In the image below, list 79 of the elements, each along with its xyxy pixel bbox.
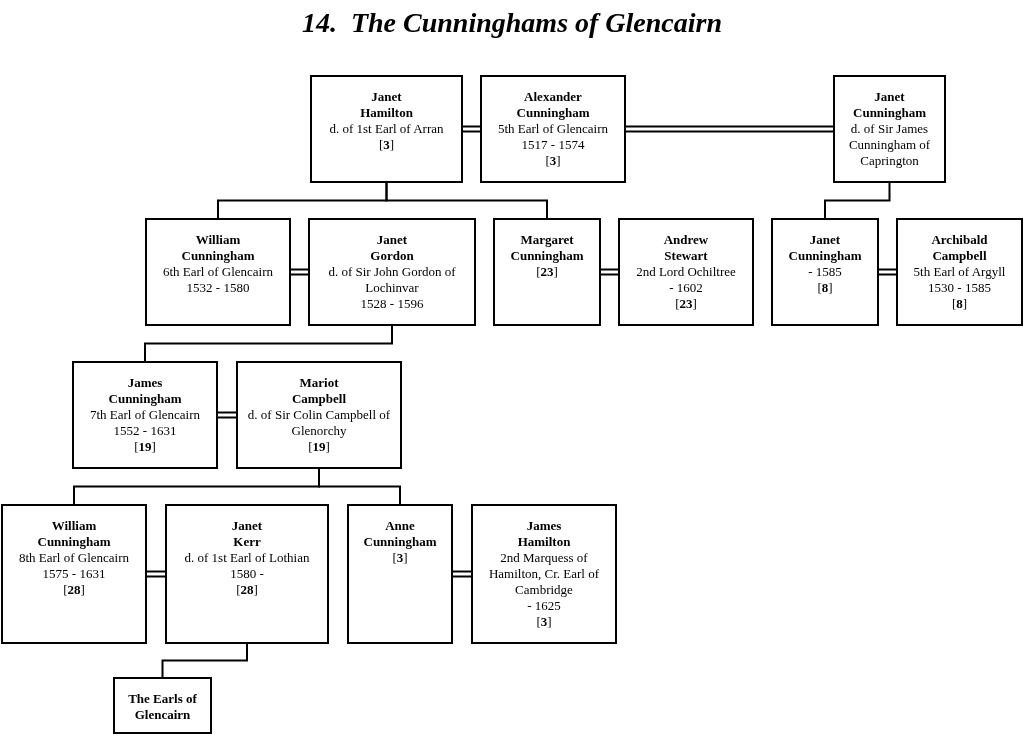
person-box xyxy=(310,75,463,183)
person-box xyxy=(1,504,147,644)
person-detail: [19] xyxy=(134,439,156,455)
person-detail: d. of Sir John Gordon of Lochinvar xyxy=(327,264,457,296)
person-detail: 1532 - 1580 xyxy=(186,280,250,296)
person-name: The Earls of Glencairn xyxy=(127,691,198,723)
person-detail: 1575 - 1631 xyxy=(42,566,106,582)
person-box xyxy=(618,218,754,326)
person-name: Janet Hamilton xyxy=(360,89,413,121)
person-detail: [3] xyxy=(545,153,561,169)
person-detail: 1517 - 1574 xyxy=(521,137,585,153)
person-name: Janet Gordon xyxy=(370,232,414,264)
person-box xyxy=(833,75,946,183)
person-detail: - 1625 xyxy=(527,598,561,614)
person-name: Anne Cunningham xyxy=(363,518,437,550)
marriage-line xyxy=(600,268,619,276)
person-detail: [23] xyxy=(536,264,558,280)
person-name: James Cunningham xyxy=(108,375,182,407)
person-detail: [23] xyxy=(675,296,697,312)
marriage-line xyxy=(625,125,834,133)
person-detail: 6th Earl of Glencairn xyxy=(162,264,274,280)
person-name: Janet Kerr xyxy=(231,518,263,550)
person-box xyxy=(480,75,626,183)
person-detail: [3] xyxy=(378,137,395,153)
person-detail: 2nd Marquess of Hamilton, Cr. Earl of Cambridge xyxy=(487,550,601,598)
person-detail: [8] xyxy=(817,280,833,296)
marriage-line xyxy=(290,268,309,276)
person-detail: 7th Earl of Glencairn xyxy=(89,407,201,423)
person-box xyxy=(236,361,402,469)
person-detail: 1580 - xyxy=(230,566,264,582)
person-name: Janet Cunningham xyxy=(788,232,862,264)
person-detail: 1530 - 1585 xyxy=(928,280,991,296)
person-detail: d. of Sir Colin Campbell of Glenorchy xyxy=(246,407,392,439)
person-name: Mariot Campbell xyxy=(291,375,347,407)
person-detail: 8th Earl of Glencairn xyxy=(18,550,130,566)
person-detail: d. of 1st Earl of Arran xyxy=(329,121,444,137)
person-detail: [19] xyxy=(308,439,330,455)
person-name: Andrew Stewart xyxy=(663,232,709,264)
diagram-title: 14. The Cunninghams of Glencairn xyxy=(300,6,724,40)
person-detail: [8] xyxy=(951,296,968,312)
person-detail: 5th Earl of Glencairn xyxy=(497,121,609,137)
person-name: James Hamilton xyxy=(517,518,571,550)
person-box xyxy=(72,361,218,469)
descent-line xyxy=(318,468,401,505)
person-box xyxy=(471,504,617,644)
person-detail: 1552 - 1631 xyxy=(113,423,177,439)
descent-line xyxy=(144,325,393,362)
person-box xyxy=(896,218,1023,326)
person-box xyxy=(145,218,291,326)
marriage-line xyxy=(462,125,481,133)
person-detail: 1528 - 1596 xyxy=(360,296,424,312)
person-detail: 5th Earl of Argyll xyxy=(913,264,1006,280)
person-detail: [3] xyxy=(536,614,552,630)
descent-line xyxy=(824,182,891,219)
person-box xyxy=(165,504,329,644)
person-box xyxy=(347,504,453,644)
person-detail: [28] xyxy=(236,582,258,598)
person-name: Margaret Cunningham xyxy=(510,232,584,264)
person-name: Alexander Cunningham xyxy=(516,89,590,121)
person-detail: 2nd Lord Ochiltree xyxy=(636,264,736,280)
person-name: William Cunningham xyxy=(181,232,255,264)
person-box xyxy=(771,218,879,326)
person-detail: [3] xyxy=(392,550,408,566)
marriage-line xyxy=(217,411,237,419)
marriage-line xyxy=(146,570,166,578)
descent-line xyxy=(161,643,248,678)
person-box xyxy=(113,677,212,734)
marriage-line xyxy=(452,570,472,578)
person-detail: - 1585 xyxy=(808,264,842,280)
descent-line xyxy=(385,182,548,219)
person-detail: d. of 1st Earl of Lothian xyxy=(184,550,310,566)
person-detail: [28] xyxy=(63,582,85,598)
person-box xyxy=(493,218,601,326)
person-detail: d. of Sir James Cunningham of Caprington xyxy=(847,121,932,169)
person-box xyxy=(308,218,476,326)
person-detail: - 1602 xyxy=(669,280,703,296)
marriage-line xyxy=(878,268,897,276)
person-name: William Cunningham xyxy=(37,518,111,550)
person-name: Archibald Campbell xyxy=(931,232,988,264)
